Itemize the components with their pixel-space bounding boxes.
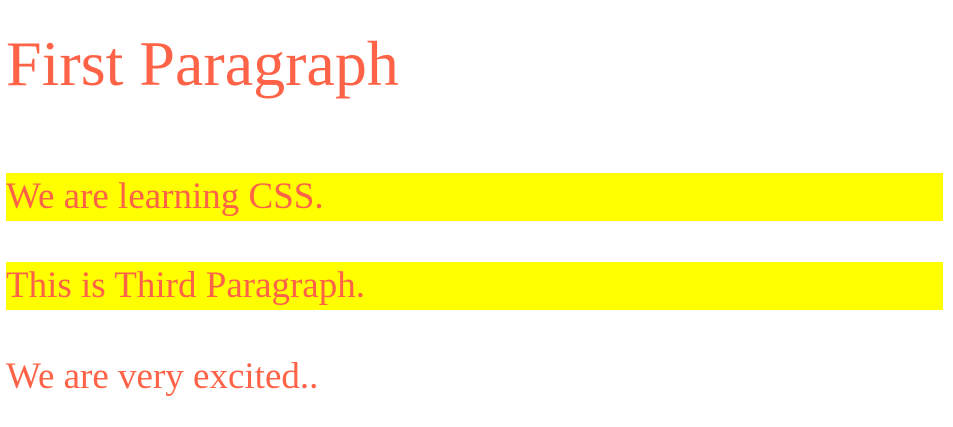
- highlighted-paragraph-third: This is Third Paragraph.: [6, 262, 943, 310]
- highlighted-paragraph-learning-css: We are learning CSS.: [6, 173, 943, 221]
- first-paragraph-heading: First Paragraph: [6, 28, 399, 99]
- paragraph-excited: We are very excited..: [6, 356, 319, 397]
